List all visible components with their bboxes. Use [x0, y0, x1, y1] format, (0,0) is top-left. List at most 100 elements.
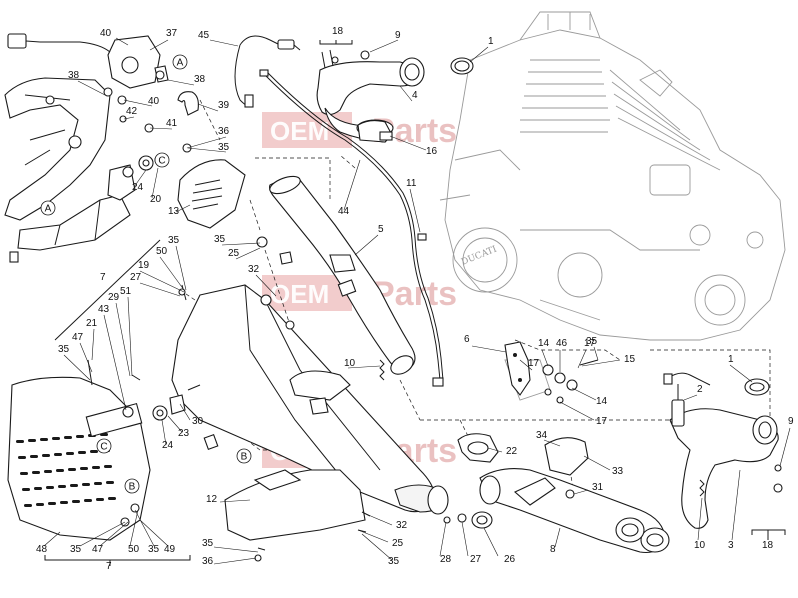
callout-27: 27	[470, 554, 482, 565]
callout-26: 26	[504, 554, 516, 565]
leader-line	[255, 274, 277, 297]
reference-mark-b: B	[236, 448, 252, 464]
callout-30: 30	[192, 416, 204, 427]
leader-line	[571, 387, 597, 401]
reference-mark-a: A	[40, 200, 56, 216]
leader-line	[543, 439, 561, 447]
watermark-oem: OEM	[270, 116, 329, 146]
leader-line	[593, 346, 599, 361]
clamp-39	[177, 91, 199, 116]
bracket-6	[504, 341, 531, 396]
callout-36: 36	[202, 556, 214, 567]
reference-mark-b: B	[124, 478, 140, 494]
leader-line	[519, 359, 533, 371]
callout-1: 1	[728, 354, 734, 365]
front-header-pipe-3	[669, 408, 779, 529]
callout-48: 48	[36, 544, 48, 555]
leader-line	[577, 349, 587, 369]
callout-47: 47	[92, 544, 104, 555]
grille-slot	[48, 502, 56, 505]
callout-50: 50	[156, 246, 168, 257]
callout-27: 27	[130, 272, 142, 283]
leader-line	[167, 79, 195, 86]
grille-slot	[106, 481, 114, 484]
reference-mark-circle	[154, 152, 170, 168]
leader-line	[139, 519, 169, 547]
group-brackets	[44, 40, 786, 566]
leader-line	[369, 39, 399, 53]
reference-mark-circle	[40, 200, 56, 216]
leader-line	[399, 85, 413, 102]
grille-slot	[54, 453, 62, 456]
leader-line	[123, 99, 153, 107]
leader-line	[213, 546, 259, 553]
callout-35: 35	[168, 235, 180, 246]
callout-1: 1	[488, 36, 494, 47]
gasket-26	[471, 511, 493, 529]
leader-line	[469, 46, 489, 63]
grille-slot	[96, 498, 104, 501]
leader-line	[779, 427, 791, 467]
callout-29: 29	[108, 292, 120, 303]
rear-header-pipe-5	[269, 175, 416, 375]
callout-9: 9	[395, 30, 401, 41]
callout-50: 50	[128, 544, 140, 555]
grille-slot	[52, 437, 60, 440]
leader-line	[197, 103, 219, 112]
grille-slot	[16, 440, 24, 443]
callout-12: 12	[206, 494, 218, 505]
leader-line	[461, 521, 469, 557]
grille-slot	[60, 501, 68, 504]
callout-35: 35	[70, 544, 82, 555]
grille-slot	[66, 452, 74, 455]
callout-2: 2	[697, 384, 703, 395]
callout-5: 5	[378, 224, 384, 235]
callout-labels: 1123456778991010111213141415161717171818…	[36, 26, 794, 572]
grille-slot	[34, 487, 42, 490]
leader-lines	[43, 37, 791, 565]
callout-7: 7	[106, 561, 112, 572]
spring-10-left	[379, 359, 385, 381]
callout-43: 43	[98, 304, 110, 315]
leader-line	[221, 242, 261, 246]
muffler-assembly	[171, 284, 449, 515]
oxygen-sensor-front	[234, 35, 301, 108]
reference-mark-circle	[124, 478, 140, 494]
callout-19: 19	[138, 260, 150, 271]
callout-15: 15	[624, 354, 636, 365]
leader-line	[235, 247, 261, 260]
callout-14: 14	[596, 396, 608, 407]
callout-24: 24	[162, 440, 174, 451]
leader-line	[389, 135, 427, 151]
leader-line	[79, 521, 126, 547]
callout-22: 22	[506, 446, 518, 457]
leader-line	[683, 394, 698, 401]
leader-line	[209, 39, 239, 47]
bracket-34	[544, 437, 589, 476]
leader-line	[365, 513, 393, 526]
callout-35: 35	[388, 556, 400, 567]
leader-line	[409, 188, 421, 233]
leader-line	[77, 80, 106, 96]
callout-38: 38	[68, 70, 80, 81]
leader-line	[179, 403, 191, 421]
leader-line	[471, 345, 507, 353]
leader-line	[167, 415, 183, 433]
grille-slot	[92, 466, 100, 469]
reference-mark-circle	[96, 438, 112, 454]
callout-44: 44	[338, 206, 350, 217]
grille-slot	[72, 500, 80, 503]
callout-35: 35	[586, 336, 598, 347]
callout-39: 39	[218, 100, 230, 111]
leader-line	[731, 469, 741, 541]
grille-slot	[70, 484, 78, 487]
leader-line	[103, 314, 127, 411]
callout-46: 46	[556, 338, 568, 349]
grille-slot	[30, 455, 38, 458]
leader-line	[115, 302, 131, 377]
leader-line	[139, 282, 181, 297]
callout-32: 32	[396, 520, 408, 531]
leader-line	[91, 328, 95, 361]
callout-34: 34	[536, 430, 548, 441]
